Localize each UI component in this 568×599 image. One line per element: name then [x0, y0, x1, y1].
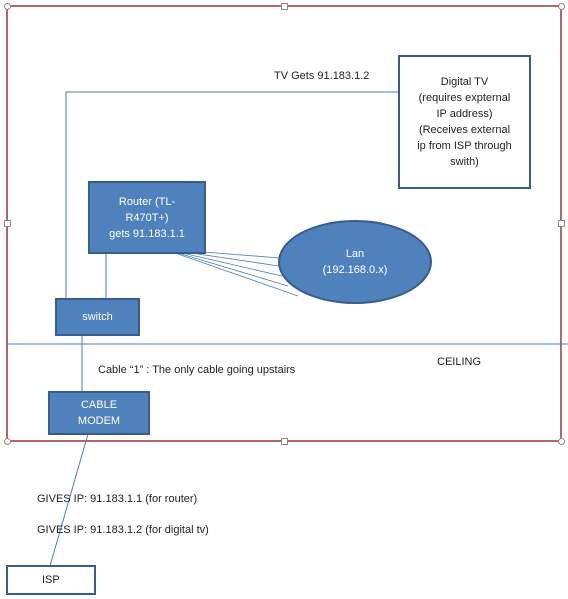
switch-label: switch [82, 311, 113, 323]
digital-tv-line: Digital TV [440, 76, 489, 88]
frame-handle-bm[interactable] [281, 438, 288, 445]
frame-handle-tr[interactable] [558, 3, 565, 10]
frame-handle-bl[interactable] [4, 438, 11, 445]
frame-handle-mr[interactable] [558, 220, 565, 227]
frame-handle-ml[interactable] [4, 220, 11, 227]
frame-handle-tl[interactable] [4, 3, 11, 10]
cable-note: Cable “1” : The only cable going upstair… [98, 364, 296, 376]
isp-box[interactable]: ISP [6, 565, 96, 595]
frame-handle-tm[interactable] [281, 3, 288, 10]
digital-tv-line: (Receives external [418, 124, 511, 136]
isp-label: ISP [42, 574, 60, 586]
router-line: R470T+) [125, 211, 169, 224]
gives-ip-tv-label: GIVES IP: 91.183.1.2 (for digital tv) [37, 524, 209, 536]
lan-ellipse[interactable]: Lan (192.168.0.x) [278, 220, 432, 304]
modem-line: MODEM [77, 415, 121, 427]
gives-ip-router-label: GIVES IP: 91.183.1.1 (for router) [37, 493, 198, 505]
frame-handle-br[interactable] [558, 438, 565, 445]
lan-line: Lan [345, 248, 365, 260]
cable-modem-box[interactable]: CABLE MODEM [48, 391, 150, 435]
switch-box[interactable]: switch [55, 298, 140, 336]
router-box[interactable]: Router (TL- R470T+) gets 91.183.1.1 [88, 181, 206, 254]
ceiling-label: CEILING [437, 356, 482, 368]
digital-tv-line: swith) [450, 156, 479, 168]
digital-tv-line: (requires expternal [418, 92, 511, 104]
lan-line: (192.168.0.x) [322, 264, 388, 276]
digital-tv-line: IP address) [436, 108, 493, 120]
modem-line: CABLE [80, 399, 118, 411]
tv-switch-connector [65, 91, 399, 299]
modem-isp-connector [49, 433, 89, 567]
router-line: Router (TL- [118, 195, 176, 208]
tv-gets-label: TV Gets 91.183.1.2 [274, 70, 370, 82]
router-line: gets 91.183.1.1 [109, 227, 185, 240]
digital-tv-box[interactable]: Digital TV (requires expternal IP addres… [398, 55, 531, 189]
digital-tv-line: ip from ISP through [417, 140, 512, 152]
